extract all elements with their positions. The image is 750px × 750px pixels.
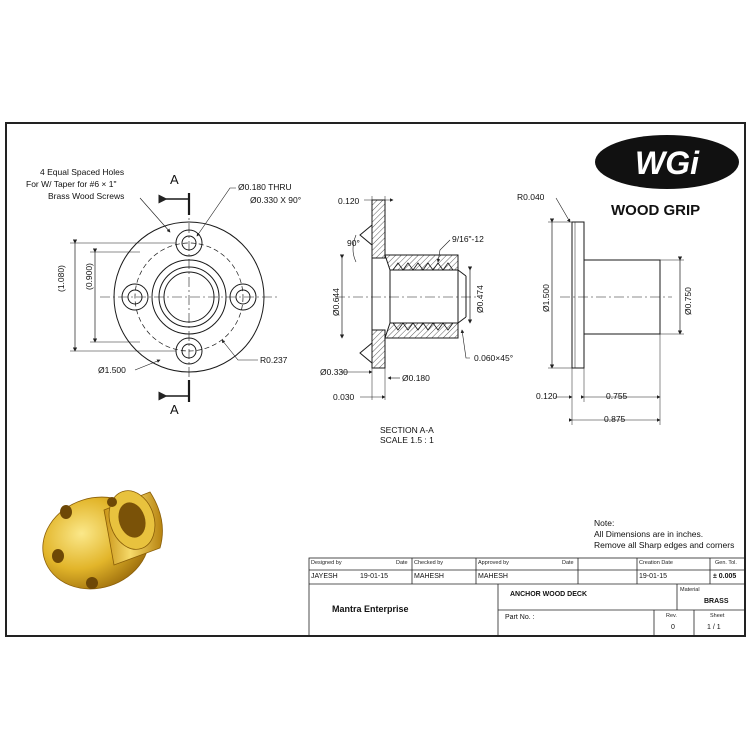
dim-csk: Ø0.330 (320, 367, 348, 377)
section-flange-bottom (371, 329, 386, 369)
holes-note-2: For W/ Taper for #6 × 1" (26, 179, 117, 189)
holes-note-3: Brass Wood Screws (48, 191, 125, 201)
dim-chamfer: 0.060×45° (474, 353, 514, 363)
logo-letters: WGi (635, 145, 700, 181)
dim-flange-dia: Ø1.500 (98, 365, 126, 375)
dim-side-radius: R0.040 (517, 192, 545, 202)
side-view (548, 197, 684, 425)
dim-side-boss: Ø0.750 (683, 287, 693, 315)
section-view (335, 196, 480, 400)
dim-angle: 90° (347, 238, 360, 248)
tb-sheet: 1 / 1 (707, 624, 721, 631)
section-mark-top: A (170, 172, 179, 187)
dim-side-flange: Ø1.500 (541, 284, 551, 312)
dim-thread: 9/16"-12 (452, 234, 484, 244)
dim-side-total: 0.875 (604, 414, 626, 424)
dim-bore: Ø0.644 (331, 288, 341, 316)
dim-hole: Ø0.180 (402, 373, 430, 383)
tb-approved-by: MAHESH (478, 573, 508, 580)
dim-1080: (1.080) (56, 265, 66, 292)
holes-note-1: 4 Equal Spaced Holes (40, 167, 125, 177)
tb-date-label: Date (396, 560, 408, 566)
tb-material-label: Material (680, 587, 700, 593)
dim-side-boss-len: 0.755 (606, 391, 628, 401)
section-caption-2: SCALE 1.5 : 1 (380, 435, 434, 445)
tb-sheet-label: Sheet (710, 613, 725, 619)
tb-checked-by-label: Checked by (414, 560, 444, 566)
dim-0900: (0.900) (84, 263, 94, 290)
logo-brand: WOOD GRIP (611, 202, 701, 219)
tb-date-label-2: Date (562, 560, 574, 566)
dim-front-radius: R0.237 (260, 355, 288, 365)
front-view (70, 187, 278, 402)
logo-ellipse (595, 135, 739, 189)
dim-flange-thk: 0.120 (338, 196, 360, 206)
section-flange-top (371, 199, 386, 259)
section-mark-bottom: A (170, 402, 179, 417)
side-flange (571, 221, 585, 369)
csk-callout: Ø0.330 X 90° (250, 195, 302, 205)
dim-depth: 0.030 (333, 392, 355, 402)
tb-part-name: ANCHOR WOOD DECK (510, 591, 587, 598)
logo: WGi (595, 135, 739, 189)
tb-company: Mantra Enterprise (332, 604, 409, 614)
note-line-2: Remove all Sharp edges and corners (594, 540, 735, 550)
tb-creation-date: 19-01-15 (639, 573, 668, 580)
section-boss-bottom (384, 322, 459, 339)
tb-tolerance-label: Gen. Tol. (715, 560, 737, 566)
dim-minor: Ø0.474 (475, 285, 485, 313)
note-line-1: All Dimensions are in inches. (594, 529, 704, 539)
part-render (42, 490, 163, 590)
tb-part-no-label: Part No. : (505, 614, 535, 621)
section-caption-1: SECTION A-A (380, 425, 434, 435)
tb-checked-by: MAHESH (414, 573, 444, 580)
title-block-lines (308, 557, 746, 637)
tb-creation-date-label: Creation Date (639, 560, 673, 566)
tb-tolerance: ± 0.005 (713, 573, 737, 580)
tb-rev: 0 (671, 624, 675, 631)
tb-approved-by-label: Approved by (478, 560, 509, 566)
note-title: Note: (594, 518, 615, 528)
tb-rev-label: Rev. (666, 613, 677, 619)
tb-date-1: 19-01-15 (360, 573, 389, 580)
thru-callout: Ø0.180 THRU (238, 182, 292, 192)
tb-designed-by-label: Designed by (311, 560, 342, 566)
tb-material: BRASS (704, 598, 729, 605)
dim-side-thk: 0.120 (536, 391, 558, 401)
tb-designed-by: JAYESH (311, 573, 338, 580)
